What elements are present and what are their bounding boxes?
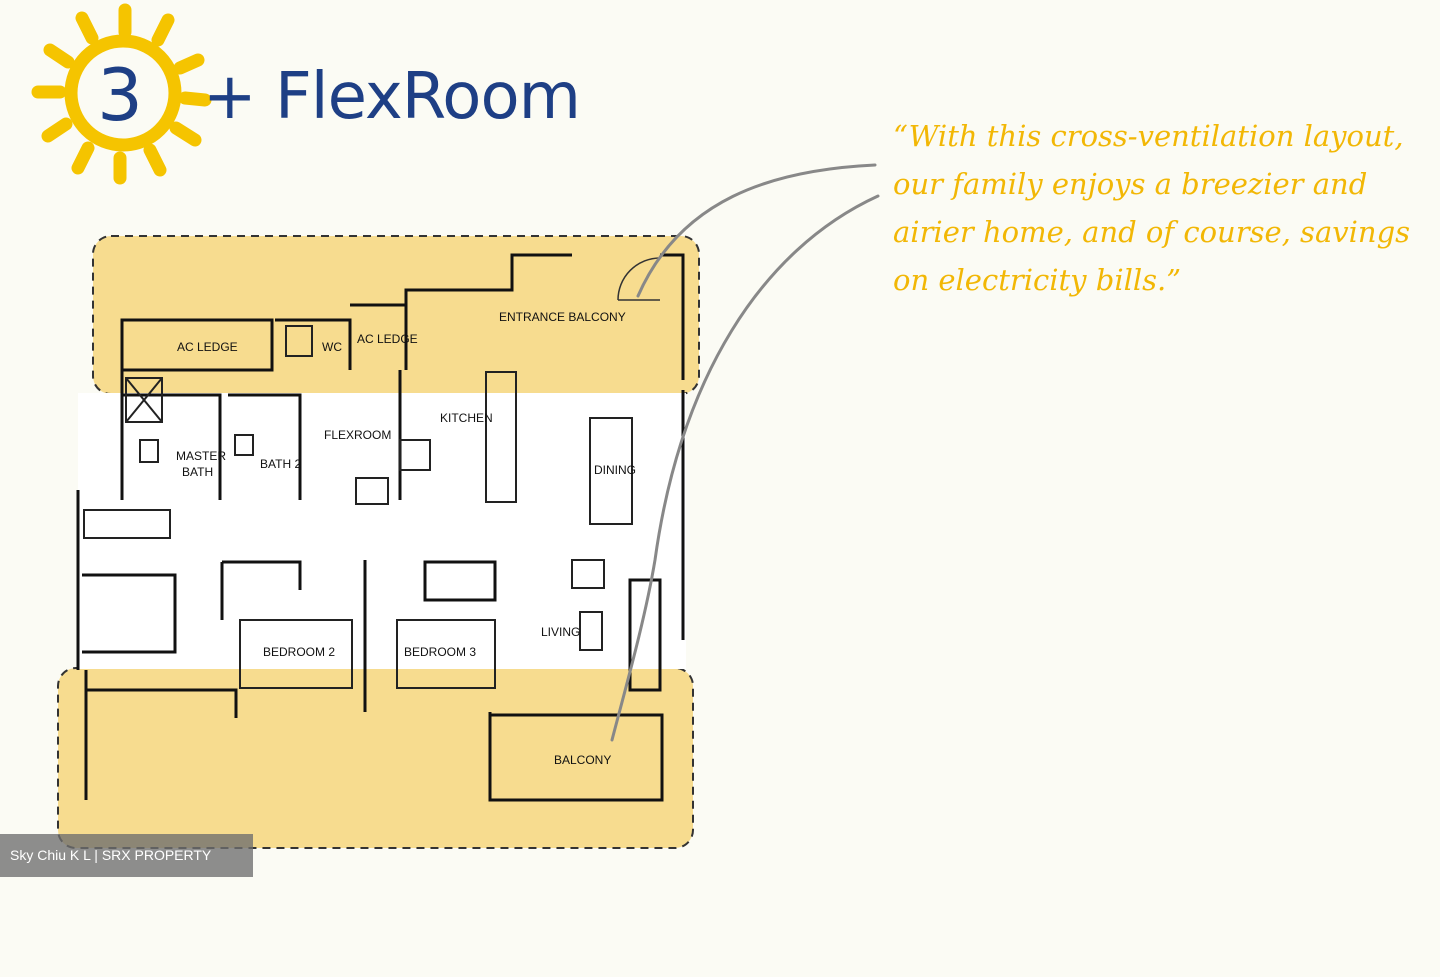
- room-label-master-bath-2: BATH: [182, 465, 213, 479]
- logo-number: 3: [97, 53, 143, 137]
- room-label-bedroom-2: BEDROOM 2: [263, 645, 335, 659]
- room-label-entrance-balcony: ENTRANCE BALCONY: [499, 310, 626, 324]
- door-arcs: [617, 257, 661, 301]
- quote-line: on electricity bills.”: [893, 263, 1182, 297]
- room-label-balcony: BALCONY: [554, 753, 611, 767]
- quote-line: airier home, and of course, savings: [893, 215, 1411, 249]
- sun-circle-icon: [64, 34, 182, 152]
- room-label-bedroom-3: BEDROOM 3: [404, 645, 476, 659]
- quote-line: “With this cross-ventilation layout,: [893, 119, 1404, 153]
- quote-line: our family enjoys a breezier and: [893, 167, 1368, 201]
- room-label-wc: WC: [322, 340, 342, 354]
- ventilation-lines: [610, 163, 880, 742]
- room-label-dining: DINING: [594, 463, 636, 477]
- watermark-credit: Sky Chiu K L | SRX PROPERTY: [0, 834, 253, 877]
- room-label-master-bath: MASTER: [176, 449, 226, 463]
- testimonial-quote: “With this cross-ventilation layout, our…: [893, 112, 1413, 304]
- room-label-ac-ledge: AC LEDGE: [177, 340, 238, 354]
- unit-interior: [78, 393, 686, 669]
- sun-rays-icon: [31, 3, 212, 185]
- room-label-ac-ledge-2: AC LEDGE: [357, 332, 418, 346]
- room-label-living: LIVING: [541, 625, 580, 639]
- fixtures: [83, 325, 633, 689]
- room-label-bath-2: BATH 2: [260, 457, 301, 471]
- top-highlight-zone: [92, 235, 700, 395]
- page-title: + FlexRoom: [203, 60, 581, 134]
- room-label-flexroom: FLEXROOM: [324, 428, 391, 442]
- room-label-kitchen: KITCHEN: [440, 411, 493, 425]
- sun-logo: 3: [31, 3, 212, 185]
- walls: [76, 253, 685, 802]
